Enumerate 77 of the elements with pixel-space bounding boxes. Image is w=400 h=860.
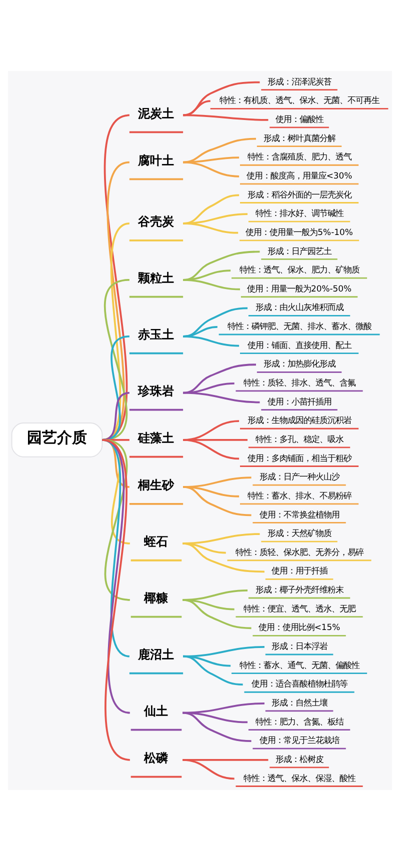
- node-text: 使用：偏酸性: [275, 114, 324, 124]
- connector: [183, 391, 260, 403]
- connector: [183, 334, 240, 346]
- connector: [183, 137, 256, 163]
- node-text: 使用：不常换盆植物用: [259, 508, 340, 519]
- node-text: 特性：有机质、透气、保水、无菌、不可再生: [219, 94, 380, 105]
- node-text: 特性：透气、保水、保湿、酸性: [243, 772, 356, 782]
- connector: [183, 250, 260, 280]
- connector: [182, 542, 264, 572]
- node-text: 椰糠: [144, 590, 168, 605]
- connector: [102, 278, 130, 440]
- node-text: 特性：便宜、透气、透水、无肥: [243, 602, 356, 613]
- node-text: 使用：铺面、直接使用、配土: [247, 339, 352, 350]
- node-text: 仙土: [144, 704, 168, 718]
- connector: [102, 334, 130, 440]
- node-text: 特性：磷钾肥、无菌、排水、蓄水、微酸: [227, 320, 372, 331]
- node-text: 特性：蓄水、排水、不易粉碎: [247, 490, 352, 500]
- node-text: 形成：由火山灰堆积而成: [255, 302, 344, 312]
- connector: [182, 80, 260, 116]
- node-text: 特性：质轻、保水肥、无养分，易碎: [235, 546, 364, 556]
- connector: [183, 160, 240, 177]
- node-text: 形成：树叶真菌分解: [263, 132, 336, 142]
- node-box: 园艺介质: [11, 422, 103, 457]
- node-text: 使用：使用量一般为5%-10%: [246, 226, 353, 236]
- connector: [183, 438, 240, 460]
- node-text: 形成：加热膨化形成: [263, 358, 336, 368]
- node-text: 特性：蓄水、通气、无菌、偏酸性: [239, 659, 360, 670]
- node-text: 形成：生物成因的硅质沉积岩: [247, 414, 352, 425]
- connector: [183, 222, 238, 234]
- node-text: 特性：多孔、稳定、吸水: [255, 433, 344, 444]
- node-text: 使用：常见于兰花栽培: [259, 734, 340, 745]
- node-text: 形成：松树皮: [275, 753, 324, 764]
- node-text: 赤玉土: [138, 327, 174, 342]
- node-text: 使用：酸度高，用量应<30%: [246, 170, 352, 180]
- connector: [183, 326, 218, 337]
- node-text: 形成：自然土壤: [271, 696, 328, 707]
- node-text: 形成：椰子外壳纤维粉末: [255, 584, 344, 594]
- node-text: 蛭石: [144, 534, 168, 548]
- node-text: 谷壳炭: [138, 214, 174, 228]
- node-text: 特性：排水好、调节碱性: [255, 208, 344, 218]
- node-text: 特性：含腐殖质、肥力、透气: [247, 151, 352, 162]
- connector: [182, 100, 210, 116]
- node-text: 形成：日产园艺土: [267, 245, 332, 256]
- node-text: 硅藻土: [138, 430, 174, 445]
- connector: [182, 758, 234, 780]
- connector: [183, 363, 256, 394]
- node-text: 形成：日产一种火山沙: [259, 471, 340, 482]
- connector: [102, 391, 130, 440]
- connector: [183, 486, 252, 516]
- connector: [183, 486, 240, 497]
- node-text: 使用：小苗扦插用: [267, 396, 332, 406]
- node-text: 使用：多肉铺面，相当于粗砂: [247, 452, 352, 462]
- node-text: 使用：用于扦插: [271, 565, 328, 576]
- node-text: 使用：使用比例<15%: [258, 622, 340, 632]
- node-text: 使用：适合喜酸植物杜鹃等: [251, 678, 348, 688]
- node-text: 形成：沼泽泥炭苔: [267, 76, 332, 86]
- connector: [102, 222, 130, 440]
- node-text: 泥炭土: [138, 106, 174, 120]
- node-text: 形成：天然矿物质: [267, 528, 332, 538]
- node-text: 特性：质轻、排水、透气、含氟: [243, 377, 356, 388]
- node-text: 松磷: [144, 750, 168, 765]
- connector: [183, 114, 268, 120]
- node-text: 形成：日本浮岩: [271, 640, 328, 651]
- connector: [183, 306, 248, 337]
- node-text: 鹿沼土: [138, 647, 174, 662]
- node-text: 桐生砂: [138, 478, 174, 492]
- node-text: 珍珠岩: [138, 384, 174, 398]
- node-text: 颗粒土: [138, 270, 174, 285]
- node-text: 形成：稻谷外面的一层壳炭化: [247, 188, 352, 199]
- connector: [183, 654, 243, 686]
- connector: [182, 598, 252, 629]
- node-text: 腐叶土: [138, 153, 174, 168]
- connector: [182, 711, 252, 742]
- node-text: 使用：用量一般为20%-50%: [246, 282, 352, 293]
- node-text: 特性：透气、保水、肥力、矿物质: [239, 264, 360, 274]
- node-text: 特性：肥力、含氮、板结: [255, 716, 344, 726]
- connector: [183, 278, 240, 290]
